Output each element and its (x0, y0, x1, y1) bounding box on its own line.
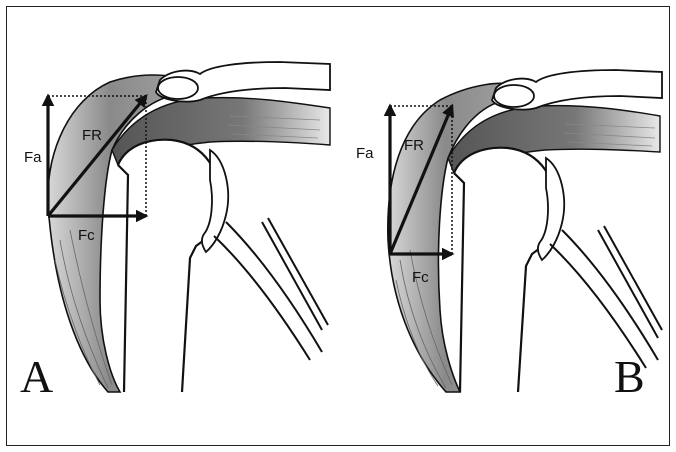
label-fa-a: Fa (24, 149, 42, 166)
panel-b: Fa FR Fc B (356, 70, 662, 402)
label-fc-b: Fc (412, 269, 429, 286)
acromion-tip-b (494, 85, 534, 107)
scapula-border-b (550, 226, 662, 368)
humerus-a (118, 140, 220, 392)
label-fr-b: FR (404, 137, 424, 154)
label-fc-a: Fc (78, 227, 95, 244)
panel-letter-b: B (614, 351, 645, 402)
label-fa-b: Fa (356, 145, 374, 162)
acromion-tip-a (158, 77, 198, 99)
scapula-border-a (214, 218, 328, 360)
panel-a: Fa FR Fc A (20, 62, 330, 402)
label-fr-a: FR (82, 127, 102, 144)
panel-letter-a: A (20, 351, 53, 402)
humerus-b (454, 148, 556, 392)
